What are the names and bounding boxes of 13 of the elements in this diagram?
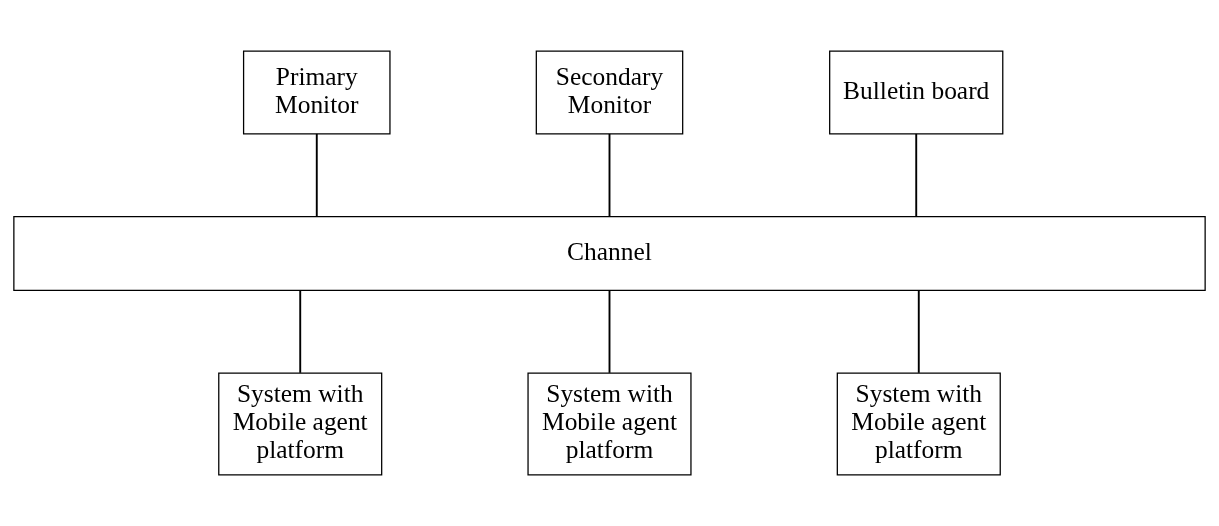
node-box: Channel bbox=[13, 215, 1206, 291]
node-box: Secondary Monitor bbox=[535, 50, 684, 135]
connector bbox=[315, 132, 318, 218]
connector bbox=[299, 289, 302, 374]
node-box: System with Mobile agent platform bbox=[836, 372, 1001, 476]
connector bbox=[917, 289, 920, 374]
node-box: Primary Monitor bbox=[242, 50, 391, 135]
connector bbox=[915, 132, 918, 218]
node-box: System with Mobile agent platform bbox=[218, 372, 383, 476]
node-box: System with Mobile agent platform bbox=[527, 372, 692, 476]
connector bbox=[608, 289, 611, 374]
node-box: Bulletin board bbox=[829, 50, 1004, 135]
connector bbox=[608, 132, 611, 218]
